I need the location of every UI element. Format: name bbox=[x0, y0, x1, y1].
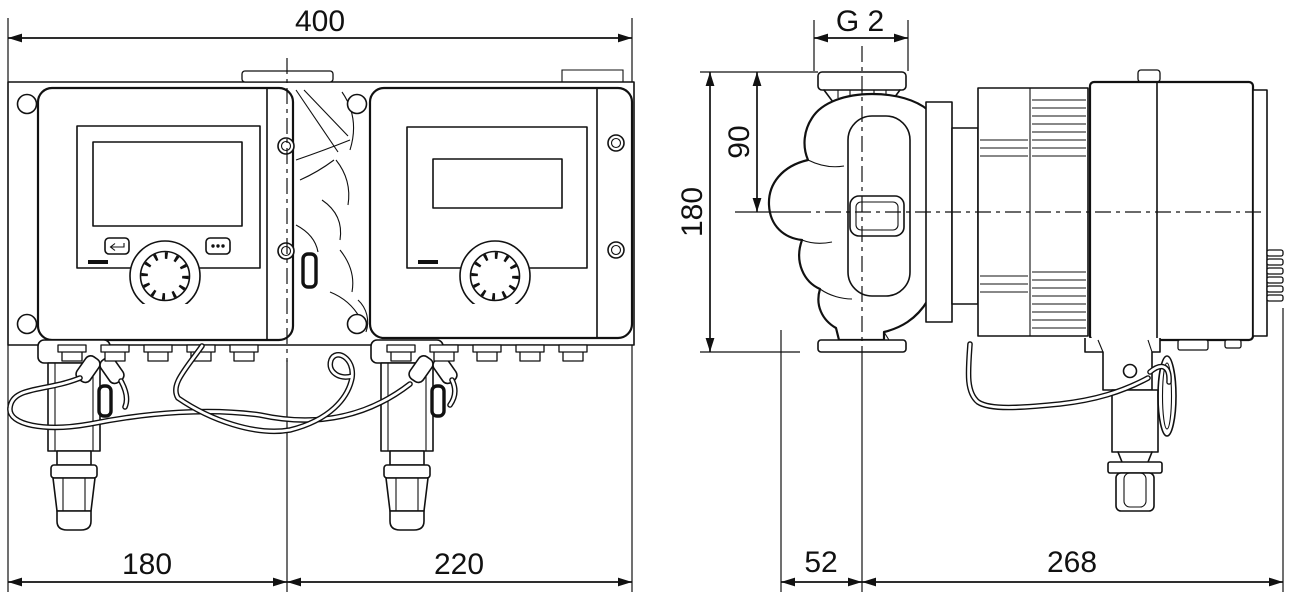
cable-gland-side bbox=[301, 252, 318, 289]
cables bbox=[7, 341, 1172, 435]
centerlines bbox=[286, 46, 1266, 362]
dim-label-depth: 268 bbox=[1047, 546, 1097, 579]
cable-plug-loop bbox=[965, 341, 1172, 411]
control-module-2 bbox=[368, 86, 634, 340]
dim-label-pump1-width: 180 bbox=[122, 548, 172, 581]
dim-label-port-to-axis: 90 bbox=[723, 125, 756, 158]
nameplate bbox=[849, 195, 905, 237]
back-icon bbox=[109, 243, 125, 251]
extension-lines bbox=[7, 18, 1284, 592]
motor-adapter bbox=[951, 127, 979, 305]
dimension-lines: 400 G 2 180 220 180 90 52 268 bbox=[8, 5, 1283, 587]
display-screen-1 bbox=[92, 141, 243, 227]
union-nut bbox=[385, 477, 429, 512]
pipe-connection-1 bbox=[37, 339, 125, 531]
status-led-bar bbox=[418, 260, 438, 264]
side-view bbox=[767, 69, 1284, 512]
rotary-knob-1 bbox=[129, 240, 201, 316]
screw-icon bbox=[280, 245, 292, 257]
context-menu-icon bbox=[211, 244, 225, 248]
knob-side-ribs bbox=[1266, 249, 1284, 302]
display-screen-2 bbox=[432, 158, 563, 209]
motor-fins bbox=[980, 99, 1086, 329]
pull-ring bbox=[1157, 355, 1177, 437]
dim-label-pump2-width: 220 bbox=[434, 548, 484, 581]
dim-label-axis-to-plate: 52 bbox=[804, 546, 837, 579]
dim-label-overall-height: 180 bbox=[676, 187, 709, 237]
cable-cross bbox=[173, 343, 355, 435]
bracket-hole bbox=[1122, 363, 1138, 379]
cable-short-2 bbox=[447, 377, 458, 408]
back-button bbox=[104, 237, 130, 255]
dim-label-overall-width: 400 bbox=[295, 5, 345, 38]
front-view bbox=[7, 69, 635, 531]
electronics-module bbox=[1088, 69, 1284, 351]
angled-cable-gland bbox=[408, 355, 434, 384]
screw-icon bbox=[610, 244, 622, 256]
cable-gland-row-1 bbox=[57, 344, 259, 362]
rotary-knob-2 bbox=[459, 240, 531, 316]
sensor-connector bbox=[430, 384, 446, 418]
top-step bbox=[561, 69, 624, 82]
module-front-cover bbox=[1252, 89, 1268, 337]
union-nut bbox=[52, 477, 96, 512]
pump-volute bbox=[767, 92, 930, 353]
cable-short-1 bbox=[118, 378, 130, 410]
module-foot bbox=[1224, 339, 1242, 349]
pipe-connection-2 bbox=[370, 339, 458, 531]
dim-label-port-thread: G 2 bbox=[836, 5, 884, 38]
cable-gland-row-2 bbox=[386, 344, 588, 362]
screw-icon bbox=[280, 140, 292, 152]
screw-icon bbox=[610, 137, 622, 149]
plug-connector-assembly bbox=[1084, 338, 1177, 512]
module-foot bbox=[1177, 339, 1209, 351]
sensor-connector bbox=[97, 384, 113, 418]
status-led-bar bbox=[88, 260, 108, 264]
control-module-1 bbox=[36, 86, 295, 342]
mounting-holes bbox=[16, 93, 368, 335]
